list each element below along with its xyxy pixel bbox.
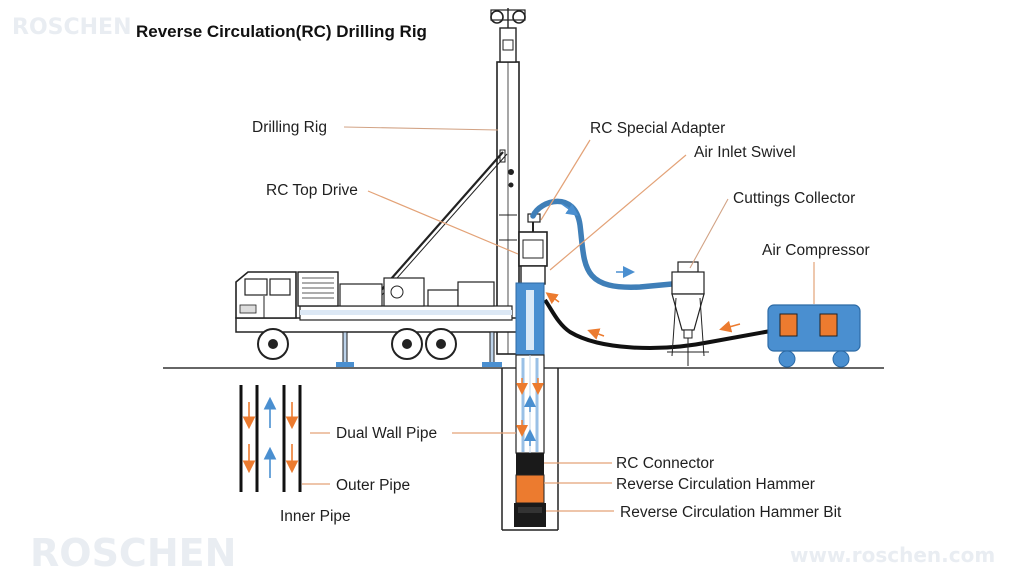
label-dual-wall-pipe: Dual Wall Pipe <box>336 425 437 442</box>
label-rc-special-adapter: RC Special Adapter <box>590 120 725 137</box>
mast <box>490 8 526 355</box>
air-supply-line <box>543 298 777 350</box>
url-watermark: www.roschen.com <box>790 543 995 567</box>
label-rc-hammer: Reverse Circulation Hammer <box>616 476 815 493</box>
label-rc-connector: RC Connector <box>616 455 714 472</box>
rc-connector <box>516 453 544 475</box>
label-rc-hammer-bit: Reverse Circulation Hammer Bit <box>620 504 842 521</box>
rc-top-drive <box>518 213 548 285</box>
label-air-compressor: Air Compressor <box>762 242 870 259</box>
air-compressor-unit <box>767 304 861 368</box>
truck <box>235 271 527 367</box>
label-rc-top-drive: RC Top Drive <box>266 182 358 199</box>
label-air-inlet-swivel: Air Inlet Swivel <box>694 144 796 161</box>
logo-watermark-bottom: ROSCHEN <box>30 531 236 575</box>
label-drilling-rig: Drilling Rig <box>252 119 327 136</box>
rc-hammer-bit <box>514 503 546 527</box>
pipe-detail <box>239 385 302 492</box>
flow-arrows-borehole <box>516 378 544 446</box>
label-cuttings-collector: Cuttings Collector <box>733 190 855 207</box>
label-outer-pipe: Outer Pipe <box>336 477 410 494</box>
leader-lines <box>302 126 815 512</box>
diagram-title: Reverse Circulation(RC) Drilling Rig <box>136 22 427 41</box>
discharge-hose <box>530 198 675 290</box>
dual-wall-pipe-column <box>501 282 559 531</box>
logo-watermark-top: ROSCHEN <box>12 15 132 40</box>
label-inner-pipe: Inner Pipe <box>280 508 351 525</box>
cuttings-collector <box>667 261 709 366</box>
rc-hammer <box>515 474 545 504</box>
flow-arrows-surface <box>545 203 741 340</box>
